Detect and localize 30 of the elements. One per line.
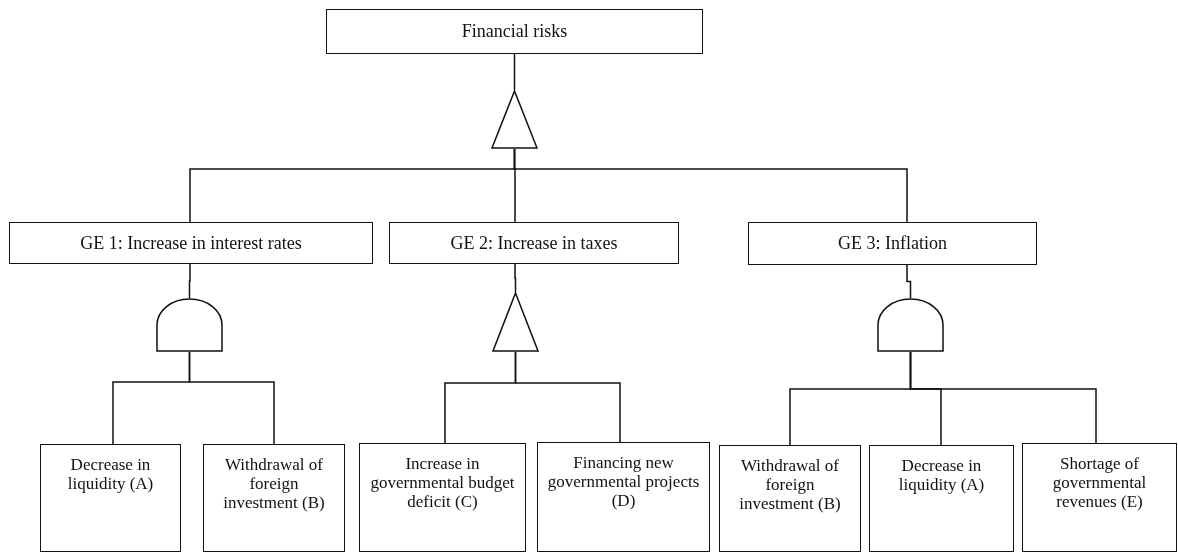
- connector-line: [514, 351, 621, 443]
- event-box: [748, 222, 1037, 265]
- event-box: [869, 445, 1014, 552]
- event-label: Shortage of governmental revenues (E): [1052, 454, 1147, 512]
- event-label: GE 3: Inflation: [838, 233, 947, 254]
- event-label: Decrease in liquidity (A): [67, 455, 154, 494]
- connector-line: [513, 148, 908, 223]
- event-label: Increase in governmental budget deficit (C): [370, 454, 515, 512]
- event-box: [537, 442, 710, 552]
- connector-line: [513, 53, 516, 91]
- event-box: [359, 443, 526, 552]
- event-box: [326, 9, 703, 54]
- connector-line: [188, 351, 275, 445]
- connector-line: [188, 263, 191, 299]
- event-label: Financial risks: [461, 21, 568, 42]
- event-box: [203, 444, 345, 552]
- event-label: GE 2: Increase in taxes: [450, 232, 618, 253]
- connector-line: [514, 263, 517, 293]
- event-box: [719, 445, 861, 552]
- event-box: [389, 222, 679, 264]
- event-box: [1022, 443, 1177, 552]
- event-label: GE 1: Increase in interest rates: [80, 232, 302, 253]
- event-label: Financing new governmental projects (D): [547, 453, 700, 511]
- connector-line: [906, 264, 912, 299]
- event-label: Withdrawal of foreign investment (B): [739, 456, 841, 514]
- event-label: Withdrawal of foreign investment (B): [223, 455, 325, 513]
- event-label: Decrease in liquidity (A): [898, 456, 985, 495]
- event-box: [9, 222, 373, 264]
- event-box: [40, 444, 181, 552]
- connector-line: [909, 351, 1097, 444]
